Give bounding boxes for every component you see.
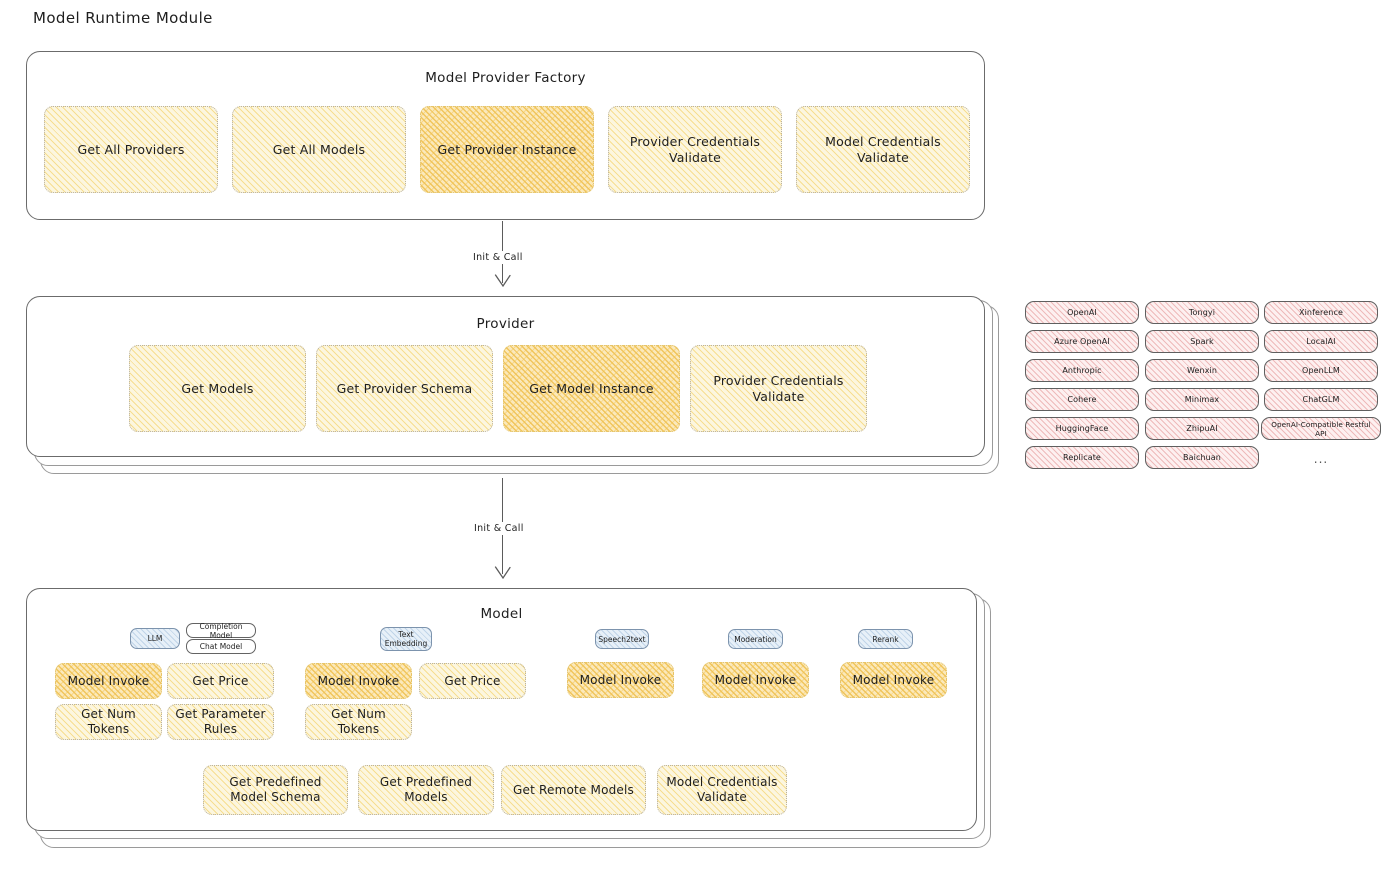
arrow-2-head bbox=[494, 566, 511, 580]
model-speech2text-method-model-invoke[interactable]: Model Invoke bbox=[567, 662, 674, 698]
provider-pill-azure-openai[interactable]: Azure OpenAI bbox=[1025, 330, 1139, 353]
model-common-method-get-predefined-models[interactable]: Get Predefined Models bbox=[358, 765, 494, 815]
provider-list-more-ellipsis: ... bbox=[1313, 452, 1329, 466]
factory-box-get-all-models[interactable]: Get All Models bbox=[232, 106, 406, 193]
model-provider-factory-title: Model Provider Factory bbox=[425, 70, 586, 86]
provider-pill-cohere[interactable]: Cohere bbox=[1025, 388, 1139, 411]
factory-box-provider-credentials-validate[interactable]: Provider Credentials Validate bbox=[608, 106, 782, 193]
provider-pill-wenxin[interactable]: Wenxin bbox=[1145, 359, 1259, 382]
model-rerank-method-model-invoke[interactable]: Model Invoke bbox=[840, 662, 947, 698]
model-title: Model bbox=[480, 606, 523, 622]
provider-pill-localai[interactable]: LocalAI bbox=[1264, 330, 1378, 353]
factory-box-get-all-providers[interactable]: Get All Providers bbox=[44, 106, 218, 193]
model-llm-method-get-price[interactable]: Get Price bbox=[167, 663, 274, 699]
provider-pill-openllm[interactable]: OpenLLM bbox=[1264, 359, 1378, 382]
provider-pill-spark[interactable]: Spark bbox=[1145, 330, 1259, 353]
provider-pill-chatglm[interactable]: ChatGLM bbox=[1264, 388, 1378, 411]
provider-pill-minimax[interactable]: Minimax bbox=[1145, 388, 1259, 411]
model-subtag-completion-model[interactable]: Completion Model bbox=[186, 622, 256, 640]
model-text-embedding-method-get-num-tokens[interactable]: Get Num Tokens bbox=[305, 704, 412, 740]
factory-box-get-provider-instance[interactable]: Get Provider Instance bbox=[420, 106, 594, 193]
provider-box-get-models[interactable]: Get Models bbox=[129, 345, 306, 432]
model-llm-method-model-invoke[interactable]: Model Invoke bbox=[55, 663, 162, 699]
factory-box-model-credentials-validate[interactable]: Model Credentials Validate bbox=[796, 106, 970, 193]
provider-pill-zhipuai[interactable]: ZhipuAI bbox=[1145, 417, 1259, 440]
provider-pill-tongyi[interactable]: Tongyi bbox=[1145, 301, 1259, 324]
provider-pill-huggingface[interactable]: HuggingFace bbox=[1025, 417, 1139, 440]
arrow-1-head bbox=[494, 274, 511, 288]
provider-box-provider-credentials-validate[interactable]: Provider Credentials Validate bbox=[690, 345, 867, 432]
model-common-method-get-remote-models[interactable]: Get Remote Models bbox=[501, 765, 646, 815]
model-type-tag-speech2text[interactable]: Speech2text bbox=[595, 629, 649, 649]
model-moderation-method-model-invoke[interactable]: Model Invoke bbox=[702, 662, 809, 698]
provider-pill-openai-compatible-restful-api[interactable]: OpenAI-Compatible Restful API bbox=[1261, 417, 1381, 440]
page-title: Model Runtime Module bbox=[33, 9, 213, 27]
model-type-tag-text-embedding[interactable]: Text Embedding bbox=[380, 627, 432, 651]
provider-box-get-provider-schema[interactable]: Get Provider Schema bbox=[316, 345, 493, 432]
model-llm-method-get-num-tokens[interactable]: Get Num Tokens bbox=[55, 704, 162, 740]
model-subtag-chat-model[interactable]: Chat Model bbox=[186, 639, 256, 654]
model-common-method-get-predefined-model-schema[interactable]: Get Predefined Model Schema bbox=[203, 765, 348, 815]
provider-pill-xinference[interactable]: Xinference bbox=[1264, 301, 1378, 324]
model-type-tag-moderation[interactable]: Moderation bbox=[728, 629, 783, 649]
provider-pill-anthropic[interactable]: Anthropic bbox=[1025, 359, 1139, 382]
model-type-tag-llm[interactable]: LLM bbox=[130, 628, 180, 649]
model-text-embedding-method-model-invoke[interactable]: Model Invoke bbox=[305, 663, 412, 699]
provider-title: Provider bbox=[476, 316, 535, 332]
model-llm-method-get-parameter-rules[interactable]: Get Parameter Rules bbox=[167, 704, 274, 740]
provider-pill-openai[interactable]: OpenAI bbox=[1025, 301, 1139, 324]
provider-pill-replicate[interactable]: Replicate bbox=[1025, 446, 1139, 469]
model-text-embedding-method-get-price[interactable]: Get Price bbox=[419, 663, 526, 699]
model-common-method-model-credentials-validate[interactable]: Model Credentials Validate bbox=[657, 765, 787, 815]
model-type-tag-rerank[interactable]: Rerank bbox=[858, 629, 913, 649]
provider-pill-baichuan[interactable]: Baichuan bbox=[1145, 446, 1259, 469]
arrow-2-label: Init & Call bbox=[471, 522, 527, 535]
provider-box-get-model-instance[interactable]: Get Model Instance bbox=[503, 345, 680, 432]
arrow-1-label: Init & Call bbox=[470, 251, 526, 264]
